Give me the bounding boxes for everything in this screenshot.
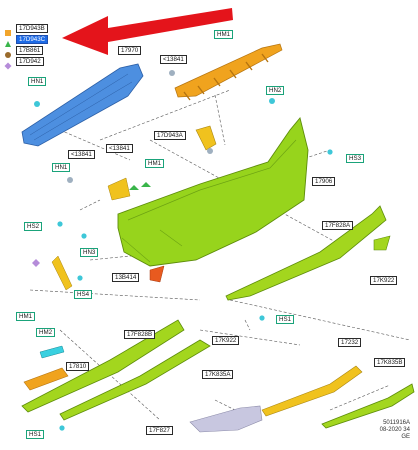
grey-bracket-part bbox=[189, 405, 263, 433]
callout-hm1[interactable]: HM1 bbox=[214, 30, 234, 39]
brown-circle-icon bbox=[4, 46, 12, 58]
callout-17f828a[interactable]: 17F828A bbox=[322, 221, 354, 230]
callout-13841[interactable]: <13841 bbox=[160, 55, 187, 64]
callout-13841[interactable]: <13841 bbox=[106, 144, 133, 153]
callout-17k835a[interactable]: 17K835A bbox=[202, 370, 234, 379]
legend-code[interactable]: 17D943B bbox=[16, 24, 48, 33]
small-fasteners bbox=[32, 70, 333, 431]
legend-code[interactable]: 17D942 bbox=[16, 57, 44, 66]
reference-date: 08-2020 34 bbox=[379, 427, 410, 433]
diffuser-part bbox=[225, 205, 391, 301]
drawing-reference: 5011916A 08-2020 34 GE bbox=[380, 420, 410, 441]
callout-17d943a[interactable]: 17D943A bbox=[154, 131, 186, 140]
callout-hs1[interactable]: HS1 bbox=[26, 430, 45, 439]
orange-square-icon bbox=[4, 24, 12, 36]
yellow-side-bracket bbox=[195, 125, 217, 151]
callout-hn1[interactable]: HN1 bbox=[52, 163, 71, 172]
callout-hm1[interactable]: HM1 bbox=[16, 312, 36, 321]
callout-17970[interactable]: 17970 bbox=[118, 46, 142, 55]
callout-hs4[interactable]: HS4 bbox=[74, 290, 93, 299]
highlight-arrow bbox=[62, 8, 233, 55]
callout-13b414[interactable]: 13B414 bbox=[112, 273, 140, 282]
reference-number: 5011916A bbox=[383, 420, 410, 426]
legend-code-highlighted[interactable]: 17D943C bbox=[16, 35, 49, 44]
callout-17f828b[interactable]: 17F828B bbox=[124, 330, 156, 339]
bumper-cover-part bbox=[117, 117, 309, 267]
legend-code[interactable]: 17B861 bbox=[16, 46, 44, 55]
callout-hm2[interactable]: HM2 bbox=[36, 328, 56, 337]
callout-17k922[interactable]: 17K922 bbox=[370, 276, 398, 285]
blue-absorber-part bbox=[21, 63, 144, 147]
callout-hs3[interactable]: HS3 bbox=[346, 154, 365, 163]
callout-17810[interactable]: 17810 bbox=[66, 362, 90, 371]
reference-suffix: GE bbox=[401, 434, 410, 440]
callout-hm1[interactable]: HM1 bbox=[145, 159, 165, 168]
lower-trim-parts bbox=[21, 319, 415, 429]
callout-hn3[interactable]: HN3 bbox=[80, 248, 99, 257]
callout-17k835b[interactable]: 17K835B bbox=[374, 358, 406, 367]
callout-17k922[interactable]: 17K922 bbox=[212, 336, 240, 345]
callout-17232[interactable]: 17232 bbox=[338, 338, 362, 347]
callout-hs1[interactable]: HS1 bbox=[276, 315, 295, 324]
callout-17f827[interactable]: 17F827 bbox=[146, 426, 173, 435]
violet-diamond-icon bbox=[4, 57, 12, 70]
callout-hn1[interactable]: HN1 bbox=[28, 77, 47, 86]
callout-hs2[interactable]: HS2 bbox=[24, 222, 43, 231]
callout-13841[interactable]: <13841 bbox=[68, 150, 95, 159]
green-triangle-icon bbox=[4, 35, 12, 47]
callout-hn2[interactable]: HN2 bbox=[266, 86, 285, 95]
orange-reinforcement-part bbox=[174, 43, 283, 101]
callout-17906[interactable]: 17906 bbox=[312, 177, 336, 186]
